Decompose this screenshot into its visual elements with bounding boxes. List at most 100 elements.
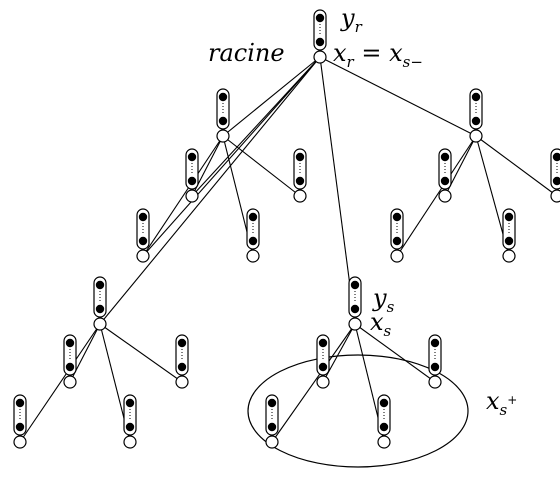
node-C — [185, 148, 199, 203]
x-s-label: xs — [370, 308, 392, 340]
tree-node-circle — [469, 129, 483, 143]
node-M — [63, 334, 77, 389]
state-dot — [392, 236, 402, 246]
tree-node-circle — [550, 189, 560, 203]
edge-B-I — [396, 135, 477, 257]
root-label: racine — [208, 39, 285, 67]
state-dot — [248, 236, 258, 246]
tree-node-circle — [185, 189, 199, 203]
state-dot — [95, 280, 105, 290]
node-T — [265, 394, 279, 449]
node-N — [123, 394, 137, 449]
tree-node-circle — [265, 435, 279, 449]
edge-L-S — [354, 323, 436, 383]
state-dot — [318, 362, 328, 372]
edge-L-T — [271, 323, 356, 443]
tree-node-circle — [63, 375, 77, 389]
y-root-label: yr — [340, 4, 363, 36]
edge-A-F — [142, 135, 224, 257]
node-J — [502, 208, 516, 263]
tree-node-circle — [13, 435, 27, 449]
state-dot — [440, 152, 450, 162]
tree-node-circle — [390, 249, 404, 263]
node-S — [428, 334, 442, 389]
state-dot — [125, 398, 135, 408]
tree-node-circle — [316, 375, 330, 389]
state-dot — [430, 338, 440, 348]
state-dot — [350, 280, 360, 290]
node-F — [136, 208, 150, 263]
state-dot — [187, 152, 197, 162]
edge-root-F — [142, 56, 321, 257]
node-O — [175, 334, 189, 389]
state-dot — [471, 116, 481, 126]
state-dot — [65, 338, 75, 348]
tree-node-circle — [175, 375, 189, 389]
subtree-ellipse — [247, 354, 469, 468]
tree-node-circle — [428, 375, 442, 389]
edge-K-O — [99, 323, 183, 383]
state-dot — [392, 212, 402, 222]
state-dot — [379, 398, 389, 408]
state-dot — [471, 92, 481, 102]
tree-node-circle — [377, 435, 391, 449]
state-dot — [138, 236, 148, 246]
node-root — [313, 9, 327, 64]
state-dot — [218, 92, 228, 102]
edge-K-P — [19, 323, 101, 443]
node-L — [348, 276, 362, 331]
state-dot — [95, 304, 105, 314]
state-dot — [295, 152, 305, 162]
node-P — [13, 394, 27, 449]
node-Q — [316, 334, 330, 389]
edge-root-A — [222, 56, 321, 137]
state-dot — [65, 362, 75, 372]
tree-node-circle — [246, 249, 260, 263]
state-dot — [504, 236, 514, 246]
edge-root-B — [319, 56, 477, 137]
state-dot — [440, 176, 450, 186]
tree-node-circle — [123, 435, 137, 449]
tree-node-circle — [293, 189, 307, 203]
state-dot — [504, 212, 514, 222]
tree-node-circle — [93, 317, 107, 331]
node-A — [216, 88, 230, 143]
state-dot — [125, 422, 135, 432]
y-s-label: ys — [372, 284, 395, 316]
state-dot — [15, 422, 25, 432]
state-dot — [318, 338, 328, 348]
tree-node-circle — [502, 249, 516, 263]
state-dot — [267, 422, 277, 432]
edge-root-L — [319, 56, 356, 325]
state-dot — [218, 116, 228, 126]
edge-B-H — [475, 135, 558, 197]
state-dot — [430, 362, 440, 372]
state-dot — [552, 152, 560, 162]
node-K — [93, 276, 107, 331]
node-D — [246, 208, 260, 263]
state-dot — [177, 362, 187, 372]
state-dot — [267, 398, 277, 408]
node-H — [550, 148, 560, 203]
state-dot — [379, 422, 389, 432]
node-R — [377, 394, 391, 449]
state-dot — [138, 212, 148, 222]
edge-root-K — [99, 56, 321, 325]
state-dot — [350, 304, 360, 314]
edge-A-E — [222, 135, 301, 197]
node-G — [438, 148, 452, 203]
state-dot — [315, 13, 325, 23]
x-s-plus-label: xs+ — [486, 387, 517, 419]
node-I — [390, 208, 404, 263]
state-dot — [177, 338, 187, 348]
state-dot — [315, 37, 325, 47]
tree-node-circle — [438, 189, 452, 203]
state-dot — [15, 398, 25, 408]
state-dot — [248, 212, 258, 222]
tree-node-circle — [313, 50, 327, 64]
tree-node-circle — [216, 129, 230, 143]
state-dot — [552, 176, 560, 186]
state-dot — [295, 176, 305, 186]
node-B — [469, 88, 483, 143]
